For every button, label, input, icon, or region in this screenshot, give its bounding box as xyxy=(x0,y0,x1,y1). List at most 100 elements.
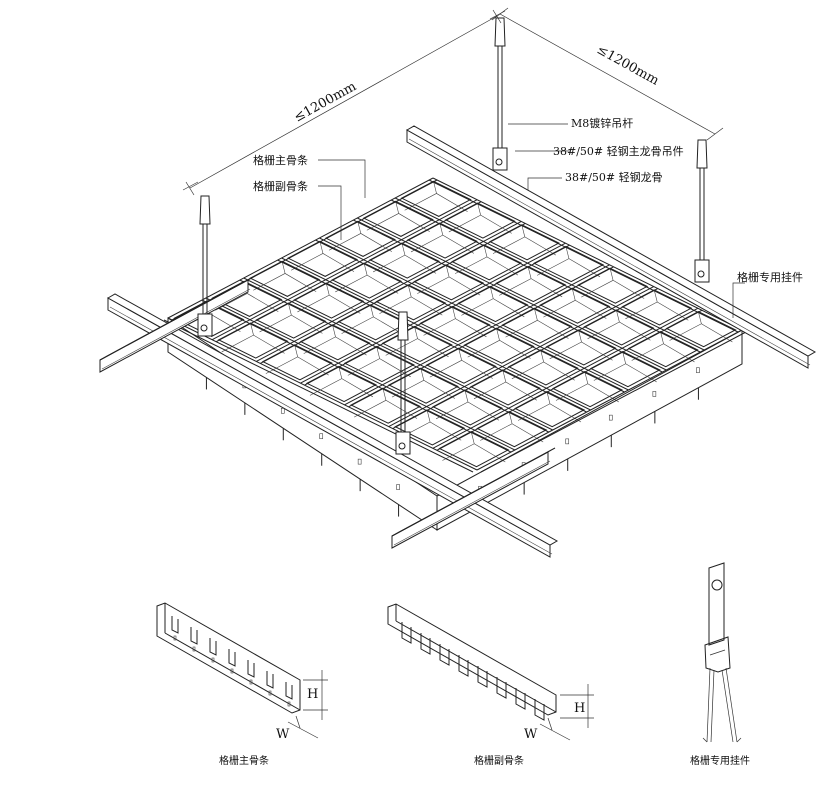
grid-main-bar xyxy=(256,220,522,362)
grid-cell xyxy=(331,262,403,299)
grid-cell xyxy=(444,202,516,239)
detail-sub-bar xyxy=(387,603,594,741)
main-bar-slot xyxy=(171,616,179,634)
detail-main-bar xyxy=(156,602,328,739)
grid-cell xyxy=(413,264,485,301)
grid-cell xyxy=(438,431,510,468)
rod-top-cap xyxy=(494,17,506,47)
main-bar-slot xyxy=(209,638,217,656)
grid-cell xyxy=(381,325,453,363)
grid-sub-bar xyxy=(205,297,516,451)
light-steel-keel xyxy=(99,125,817,558)
grid-cell xyxy=(287,240,359,277)
grid-cell xyxy=(507,349,579,386)
main-bar-caption: 格栅主骨条 xyxy=(219,754,269,767)
grid-cell xyxy=(343,345,415,383)
grid-sub-bar xyxy=(394,197,705,351)
grid-cell xyxy=(362,200,434,237)
rod-top-cap xyxy=(696,139,708,169)
grid-main-bar xyxy=(167,177,434,319)
grid-cell xyxy=(533,245,605,283)
grid-cell xyxy=(463,327,535,364)
grid-cell xyxy=(583,309,655,346)
sub-bar-tab xyxy=(477,666,488,688)
grid-sub-label: 格栅副骨条 xyxy=(253,179,308,193)
leader-lines xyxy=(318,123,745,318)
grid-cell xyxy=(488,224,560,261)
grid-sub-bar xyxy=(281,257,591,411)
grid-cell xyxy=(476,411,548,448)
grid-cell xyxy=(255,302,327,339)
grid-sub-bar xyxy=(243,277,553,431)
grid-cell xyxy=(217,322,289,359)
sub-bar-tab xyxy=(458,655,469,677)
sub-bar-tab xyxy=(515,688,526,710)
grid-cell xyxy=(261,344,333,381)
grid-cell xyxy=(589,351,661,388)
grid-cell xyxy=(627,331,699,368)
grid-cell xyxy=(451,244,523,281)
grid-cell xyxy=(375,284,447,321)
detail-grid-clip xyxy=(702,562,742,743)
sub-bar-caption: 格栅副骨条 xyxy=(474,754,524,767)
grid-main-bar xyxy=(211,199,478,341)
grid-cell xyxy=(406,222,478,259)
main-bar-slot xyxy=(266,671,274,689)
grid-cell xyxy=(432,389,504,426)
main-hanger-label: 38#/50# 轻钢主龙骨吊件 xyxy=(553,144,684,158)
span-left-label: ≤1200mm xyxy=(292,79,359,125)
grid-cell xyxy=(387,367,459,404)
rod-top-cap xyxy=(397,311,409,341)
grid-cell xyxy=(337,304,409,341)
main-bar-h-label: H xyxy=(307,687,318,702)
grid-main-bar xyxy=(388,286,654,428)
grid-cell xyxy=(425,347,497,384)
ceiling-grid xyxy=(163,177,747,531)
grid-clip-label: 格栅专用挂件 xyxy=(737,270,803,284)
grid-main-bar xyxy=(476,329,743,471)
grid-cell xyxy=(400,180,472,217)
span-dimension-right xyxy=(491,7,724,141)
grid-sub-bar xyxy=(319,237,629,391)
main-bar-slot xyxy=(247,660,255,678)
sub-bar-tab xyxy=(439,644,450,666)
grid-cell xyxy=(369,242,441,279)
grid-main-bar xyxy=(300,242,566,384)
sub-bar-tab xyxy=(401,622,412,644)
rod-top-cap xyxy=(199,195,211,225)
main-bar-slot xyxy=(190,627,198,645)
grid-cell xyxy=(249,260,321,297)
main-keel-front xyxy=(107,297,551,558)
grid-cell xyxy=(419,305,491,343)
main-bar-slot xyxy=(285,682,293,700)
grid-cell xyxy=(539,287,611,324)
grid-cell xyxy=(545,329,617,366)
sub-bar-tab xyxy=(534,699,545,721)
sub-bar-w-label: W xyxy=(524,727,538,742)
grid-sub-bar xyxy=(167,317,478,471)
rod-label: M8镀锌吊杆 xyxy=(571,116,633,130)
grid-clip-caption: 格栅专用挂件 xyxy=(690,754,750,767)
span-right-label: ≤1200mm xyxy=(594,42,661,88)
grid-cell xyxy=(577,267,649,304)
main-bar-slot xyxy=(228,649,236,667)
grid-main-label: 格栅主骨条 xyxy=(253,153,308,167)
grid-cell xyxy=(293,282,365,319)
sub-bar-h-label: H xyxy=(574,701,585,716)
grid-cell xyxy=(324,220,396,257)
sub-bar-tab xyxy=(496,677,507,699)
grid-cell xyxy=(305,365,377,403)
grid-cell xyxy=(350,387,422,424)
main-keel-label: 38#/50# 轻钢龙骨 xyxy=(565,170,663,184)
main-bar-w-label: W xyxy=(276,727,290,742)
suspension-rods xyxy=(197,17,710,455)
grid-cell xyxy=(299,324,371,361)
grid-sub-bar xyxy=(357,217,667,371)
grid-sub-bar xyxy=(432,177,743,331)
grid-cell xyxy=(495,265,567,303)
grid-cell xyxy=(457,285,529,323)
grid-main-bar xyxy=(432,307,699,449)
sub-bar-tab xyxy=(420,633,431,655)
grid-cell xyxy=(469,369,541,406)
